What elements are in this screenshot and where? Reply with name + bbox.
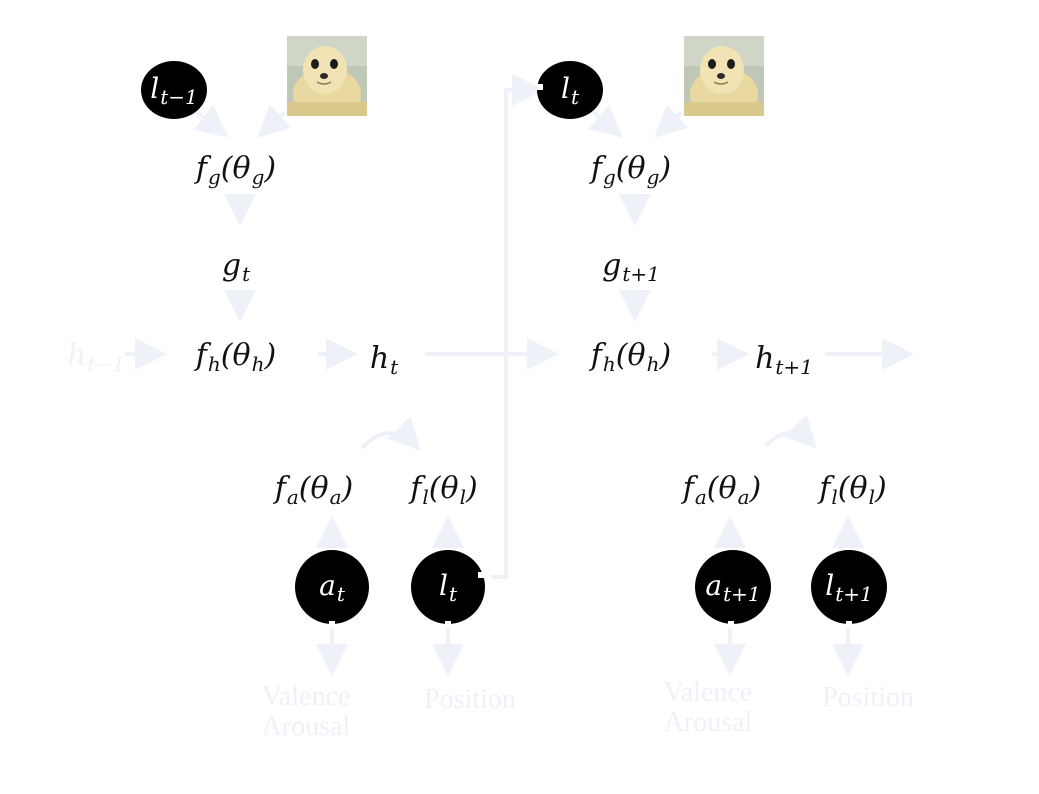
node-notch bbox=[846, 621, 852, 627]
location-net-label-1: fl(θl) bbox=[410, 471, 478, 509]
hidden-label-1: ht bbox=[369, 341, 399, 379]
location-output-label-1: Position bbox=[424, 684, 516, 715]
core-net-label-1: fh(θh) bbox=[195, 338, 277, 376]
action-net-label-1: fa(θa) bbox=[274, 471, 354, 509]
location-net-label-2: fl(θl) bbox=[819, 471, 887, 509]
prev-location-node-1: lt−1 bbox=[141, 61, 207, 119]
action-output-label-1: Valence Arousal bbox=[261, 681, 351, 742]
hidden-label-2: ht+1 bbox=[755, 341, 813, 379]
prev-location-symbol-1: lt−1 bbox=[150, 71, 198, 109]
prev-location-node-2: lt bbox=[537, 61, 603, 119]
glimpse-label-2: gt+1 bbox=[602, 248, 660, 286]
node-notch bbox=[728, 621, 734, 627]
arrow-h-to-heads-2 bbox=[764, 414, 817, 449]
arrow-img-to-fg-2 bbox=[654, 104, 689, 138]
action-node-2: at+1 bbox=[695, 550, 771, 624]
action-net-label-2: fa(θa) bbox=[682, 471, 762, 509]
node-notch bbox=[445, 621, 451, 627]
seal-image-2 bbox=[684, 36, 764, 116]
arrow-h-to-heads-1 bbox=[360, 416, 421, 451]
arrow-l-loop-to-next bbox=[492, 74, 544, 579]
location-node-2: lt+1 bbox=[811, 550, 887, 624]
arrow-l-to-fg-1 bbox=[193, 104, 229, 138]
glimpse-net-label-1: fg(θg) bbox=[195, 151, 277, 189]
node-notch bbox=[478, 572, 486, 578]
node-notch bbox=[329, 621, 335, 627]
seal-image-1 bbox=[287, 36, 367, 116]
core-net-label-2: fh(θh) bbox=[590, 338, 672, 376]
prev-hidden-label-1: ht−1 bbox=[67, 338, 125, 376]
glimpse-label-1: gt bbox=[221, 248, 251, 286]
location-output-label-2: Position bbox=[822, 682, 914, 713]
arrow-l-to-fg-2 bbox=[588, 104, 624, 138]
location-node-1: lt bbox=[411, 550, 485, 624]
node-notch bbox=[537, 84, 543, 90]
action-node-1: at bbox=[295, 550, 369, 624]
glimpse-net-label-2: fg(θg) bbox=[590, 151, 672, 189]
action-output-label-2: Valence Arousal bbox=[663, 677, 753, 738]
arrow-img-to-fg-1 bbox=[257, 104, 292, 138]
